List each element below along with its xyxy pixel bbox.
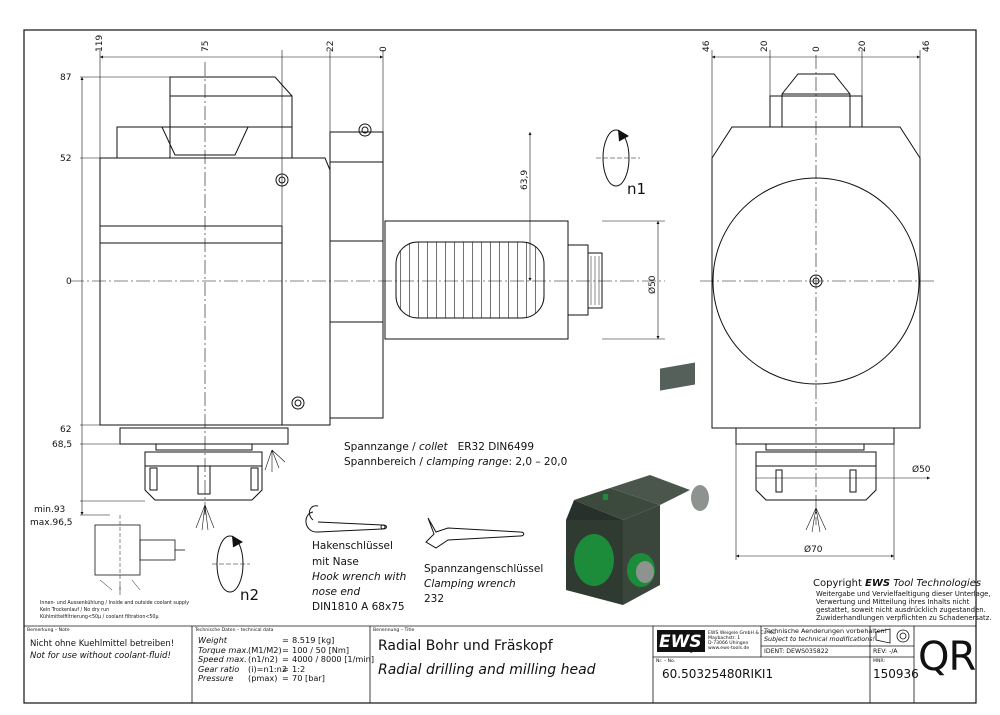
change-note-en: Subject to technical modifications!	[764, 635, 876, 643]
coolant-notes: Innen- und Aussenkühlung / Inside and ou…	[40, 600, 189, 620]
svg-text:gestattet, soweit nicht ausdrü: gestattet, soweit nicht ausdrücklich zug…	[816, 606, 986, 614]
dimension-labels: 119 75 22 0 87 52 0 62 68,5 min.93 max.9…	[30, 35, 932, 555]
label-n1: n1	[627, 180, 646, 198]
dim-d50-shank: Ø50	[647, 275, 658, 294]
svg-text:Hook wrench with: Hook wrench with	[312, 571, 406, 583]
clamping-wrench-icon	[425, 517, 525, 549]
hook-wrench-text: Hakenschlüssel mit Nase Hook wrench with…	[312, 540, 406, 613]
tech-row: Gear ratio(i)=n1:n2=1:2	[198, 663, 306, 674]
drawing-title-de: Radial Bohr und Fräskopf	[378, 638, 553, 654]
dim-68-5: 68,5	[52, 440, 72, 450]
remark-de: Nicht ohne Kuehlmittel betreiben!	[30, 639, 175, 649]
copyright-text: Weitergabe und Vervielfaeltigung dieser …	[816, 590, 991, 622]
svg-text:nose end: nose end	[312, 586, 360, 598]
svg-text:Weitergabe und Vervielfaeltigu: Weitergabe und Vervielfaeltigung dieser …	[816, 590, 991, 598]
dim-0-top: 0	[379, 46, 389, 52]
projection-symbol-icon	[875, 628, 910, 644]
company-line-3: D-73066 Uhingen	[708, 641, 749, 646]
part-no-header: Nr. – No.	[656, 659, 676, 664]
label-n2: n2	[240, 586, 259, 604]
copyright-title: Copyright EWS Tool Technologies	[813, 578, 981, 589]
front-dimensions	[711, 50, 930, 560]
dim-d70: Ø70	[804, 544, 823, 555]
side-view	[70, 62, 665, 531]
remark-en: Not for use without coolant-fluid!	[30, 651, 171, 661]
dim-min93: min.93	[34, 505, 65, 515]
mnr-header: MNR:	[873, 659, 885, 664]
mnr-number: 150936	[873, 667, 919, 681]
qr-mark: QR	[918, 634, 976, 680]
collet-line-2: Spannbereich / clamping range: 2,0 – 20,…	[344, 456, 567, 468]
sheet-border	[23, 29, 977, 704]
rotation-n2-symbol	[212, 535, 250, 593]
tech-data-table: Weight=8.519 [kg] Torque max.(M1/M2)=100…	[198, 635, 375, 684]
svg-text:232: 232	[424, 593, 444, 605]
company-line-1: EWS Weigele GmbH & Co. KG	[708, 631, 776, 636]
tech-row: Torque max.(M1/M2)=100 / 50 [Nm]	[198, 644, 350, 655]
hook-wrench-icon	[305, 505, 387, 533]
dim-119: 119	[95, 35, 105, 52]
change-note-de: Technische Aenderungen vorbehalten!	[764, 627, 888, 635]
svg-text:Innen- und Aussenkühlung / Ins: Innen- und Aussenkühlung / Inside and ou…	[40, 600, 189, 606]
svg-text:Verwertung und Mitteilung ihre: Verwertung und Mitteilung ihres Inhalts …	[816, 598, 970, 606]
company-line-4: www.ews-tools.de	[708, 646, 750, 651]
dim-63-9: 63,9	[520, 170, 530, 190]
tech-row: Weight=8.519 [kg]	[198, 635, 335, 645]
dim-20-right: 20	[858, 40, 868, 52]
dim-0-left: 0	[66, 277, 72, 287]
svg-text:Kein Trockenlauf / No dry run: Kein Trockenlauf / No dry run	[40, 607, 109, 613]
dim-46-left: 46	[702, 40, 712, 52]
company-line-2: Maybachstr. 1	[708, 636, 741, 641]
dim-62: 62	[60, 425, 71, 435]
drawing-title-en: Radial drilling and milling head	[378, 662, 596, 678]
tech-row: Pressure(pmax)=70 [bar]	[198, 673, 325, 684]
rotation-n1-symbol	[596, 129, 640, 187]
svg-text:mit Nase: mit Nase	[312, 556, 359, 568]
svg-text:Spannzangenschlüssel: Spannzangenschlüssel	[424, 563, 543, 575]
dim-87: 87	[60, 73, 71, 83]
logo-subtitle: Tool Technologies	[658, 648, 700, 653]
revision: REV: -/A	[873, 648, 898, 655]
coolant-schematic	[94, 515, 185, 595]
dim-75: 75	[201, 41, 211, 52]
isometric-product-image	[566, 362, 709, 605]
name-header: Benennung – Title	[373, 628, 415, 633]
ews-logo: EWS	[657, 630, 705, 652]
svg-text:Hakenschlüssel: Hakenschlüssel	[312, 540, 393, 552]
ident-number: IDENT: DEWS035822	[764, 648, 829, 655]
front-view	[700, 55, 935, 533]
dim-20-left: 20	[760, 40, 770, 52]
dim-max96-5: max.96,5	[30, 518, 73, 528]
svg-text:EWS: EWS	[659, 632, 702, 652]
svg-text:Kühlmittelfiltrierung<50µ / co: Kühlmittelfiltrierung<50µ / coolant filt…	[40, 614, 159, 620]
dim-d50-right: Ø50	[912, 464, 931, 475]
tech-header: Technische Daten – technical data	[195, 628, 274, 633]
svg-text:DIN1810 A 68x75: DIN1810 A 68x75	[312, 601, 405, 613]
side-dimensions	[80, 50, 665, 516]
remark-header: Bemerkung – Note	[27, 628, 70, 633]
title-block-frame	[24, 625, 976, 703]
dim-52: 52	[60, 154, 71, 164]
dim-22: 22	[326, 41, 336, 52]
tech-row: Speed max.(n1/n2)=4000 / 8000 [1/min]	[198, 654, 375, 665]
dim-46-right: 46	[922, 40, 932, 52]
svg-text:Clamping wrench: Clamping wrench	[424, 578, 516, 590]
svg-text:Zuwiderhandlungen verpflichten: Zuwiderhandlungen verpflichten zu Schade…	[816, 614, 991, 622]
dim-0-right: 0	[812, 46, 822, 52]
clamping-wrench-text: Spannzangenschlüssel Clamping wrench 232	[424, 563, 543, 605]
part-number: 60.50325480RIKI1	[662, 667, 774, 681]
